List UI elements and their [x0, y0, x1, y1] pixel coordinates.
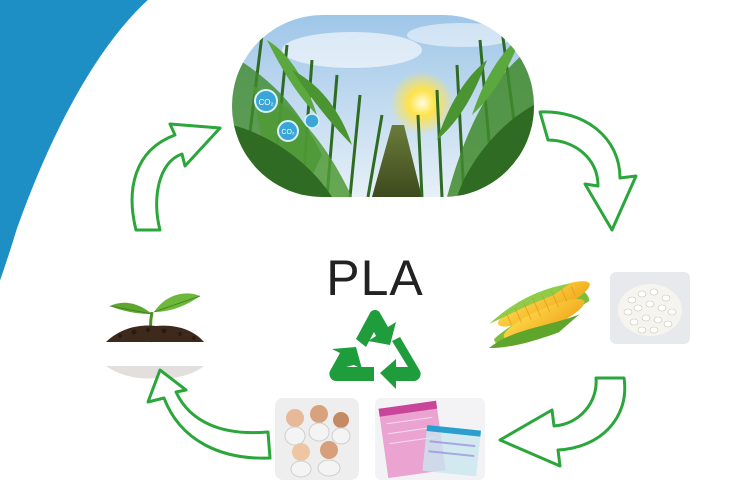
corn-field-photo: CO₂ CO₂ — [232, 15, 534, 197]
co2-bubble-icon — [304, 113, 320, 129]
pla-pellets-photo — [610, 272, 690, 344]
corner-swoosh-decoration — [0, 0, 152, 286]
co2-bubble-icon: CO₂ — [277, 120, 299, 142]
svg-text:CO₂: CO₂ — [258, 98, 273, 107]
co2-bubble-icon: CO₂ — [254, 89, 278, 113]
svg-text:CO₂: CO₂ — [281, 129, 295, 136]
plastic-bags-photo — [375, 398, 485, 480]
pla-title: PLA — [326, 250, 424, 306]
babies-in-diapers-photo — [275, 398, 359, 480]
seedling-in-soil-photo — [100, 272, 210, 392]
recycle-icon — [329, 310, 421, 389]
corn-cobs-photo — [478, 262, 603, 352]
